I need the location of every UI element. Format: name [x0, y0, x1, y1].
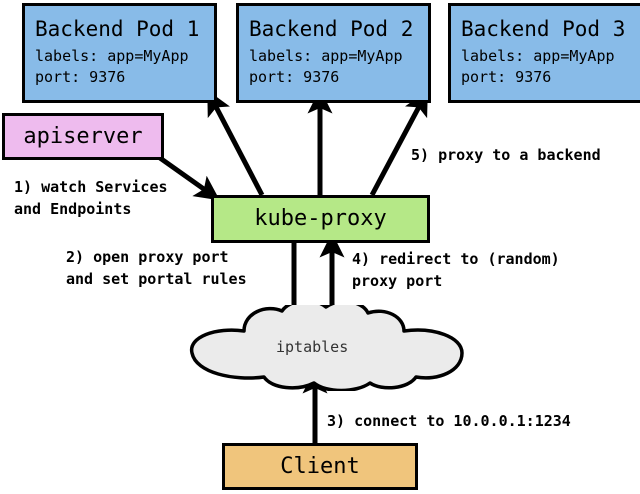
backend-pod-3[interactable]: Backend Pod 3 labels: app=MyApp port: 93…: [448, 3, 640, 103]
pod-2-title: Backend Pod 2: [249, 17, 414, 41]
annotation-step-2-line-1: 2) open proxy port: [66, 248, 229, 266]
pod-3-labels: labels: app=MyApp: [461, 47, 615, 65]
pod-1-labels: labels: app=MyApp: [35, 47, 189, 65]
apiserver-node[interactable]: apiserver: [2, 113, 164, 160]
client-label: Client: [280, 453, 360, 479]
annotation-step-3: 3) connect to 10.0.0.1:1234: [327, 412, 571, 430]
iptables-label: iptables: [276, 338, 349, 356]
backend-pod-1[interactable]: Backend Pod 1 labels: app=MyApp port: 93…: [22, 3, 217, 103]
kube-proxy-node[interactable]: kube-proxy: [211, 195, 430, 243]
annotation-step-1-line-2: and Endpoints: [14, 200, 132, 218]
client-node[interactable]: Client: [222, 443, 418, 490]
pod-3-title: Backend Pod 3: [461, 17, 626, 41]
apiserver-label: apiserver: [23, 123, 143, 149]
kube-proxy-label: kube-proxy: [254, 206, 387, 231]
pod-1-port: port: 9376: [35, 68, 126, 86]
pod-2-labels: labels: app=MyApp: [249, 47, 403, 65]
edge-kubeproxy-to-pod1: [207, 90, 265, 197]
iptables-cloud: [186, 298, 466, 393]
annotation-step-1-line-1: 1) watch Services: [14, 178, 168, 196]
annotation-step-4-line-2: proxy port: [352, 272, 443, 290]
pod-1-title: Backend Pod 1: [35, 17, 200, 41]
backend-pod-2[interactable]: Backend Pod 2 labels: app=MyApp port: 93…: [236, 3, 431, 103]
pod-3-port: port: 9376: [461, 68, 552, 86]
annotation-step-4-line-1: 4) redirect to (random): [352, 250, 560, 268]
pod-2-port: port: 9376: [249, 68, 340, 86]
annotation-step-5: 5) proxy to a backend: [411, 146, 601, 164]
annotation-step-2-line-2: and set portal rules: [66, 270, 247, 288]
